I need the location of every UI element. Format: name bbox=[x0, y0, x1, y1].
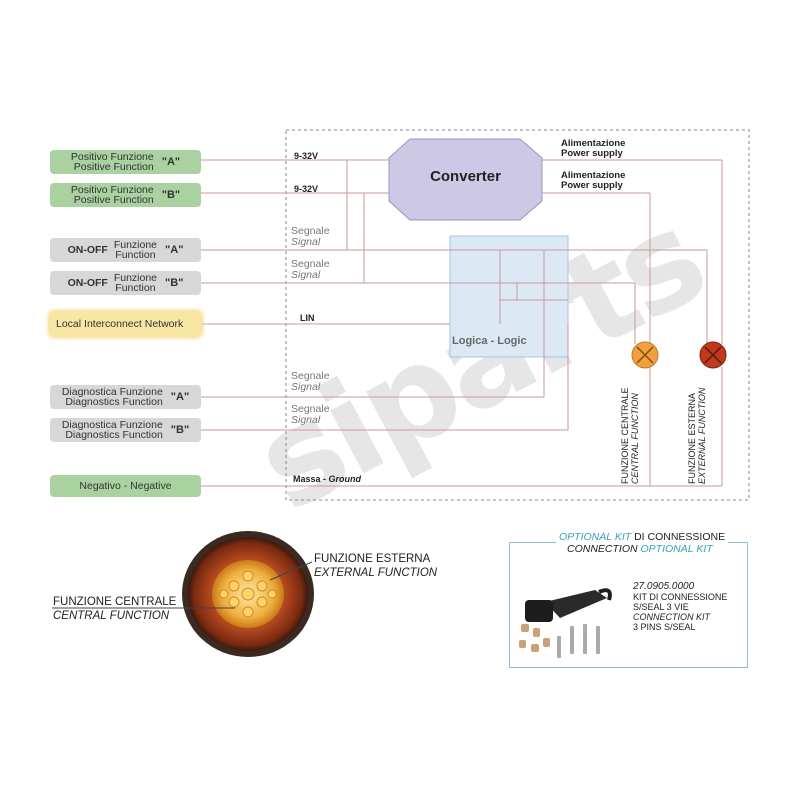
connector-kit-image bbox=[519, 588, 612, 658]
input-negative: Negativo - Negative bbox=[50, 475, 201, 497]
input-lin: Local Interconnect Network bbox=[50, 312, 201, 336]
kit-description: 27.0905.0000 KIT DI CONNESSIONE S/SEAL 3… bbox=[633, 581, 728, 633]
wire-label-9-32v-b: 9-32V bbox=[294, 184, 319, 194]
lamp-central bbox=[631, 341, 659, 369]
module-enclosure bbox=[285, 129, 750, 501]
converter-block bbox=[388, 138, 543, 221]
lamp-external bbox=[699, 341, 727, 369]
logic-label: Logica - Logic bbox=[452, 335, 527, 347]
wire-label-9-32v-a: 9-32V bbox=[294, 151, 319, 161]
product-callout-lines bbox=[52, 561, 313, 609]
wire-label-lin: LIN bbox=[300, 313, 315, 323]
wire-label-ground: Massa - Ground bbox=[293, 474, 362, 484]
converter-label: Converter bbox=[430, 168, 501, 185]
kit-title: OPTIONAL KIT DI CONNESSIONE CONNECTION O… bbox=[556, 531, 729, 555]
wires bbox=[201, 159, 723, 487]
logic-block bbox=[449, 235, 569, 358]
wiring-diagram bbox=[201, 129, 750, 501]
product-lamp-image bbox=[182, 531, 314, 657]
